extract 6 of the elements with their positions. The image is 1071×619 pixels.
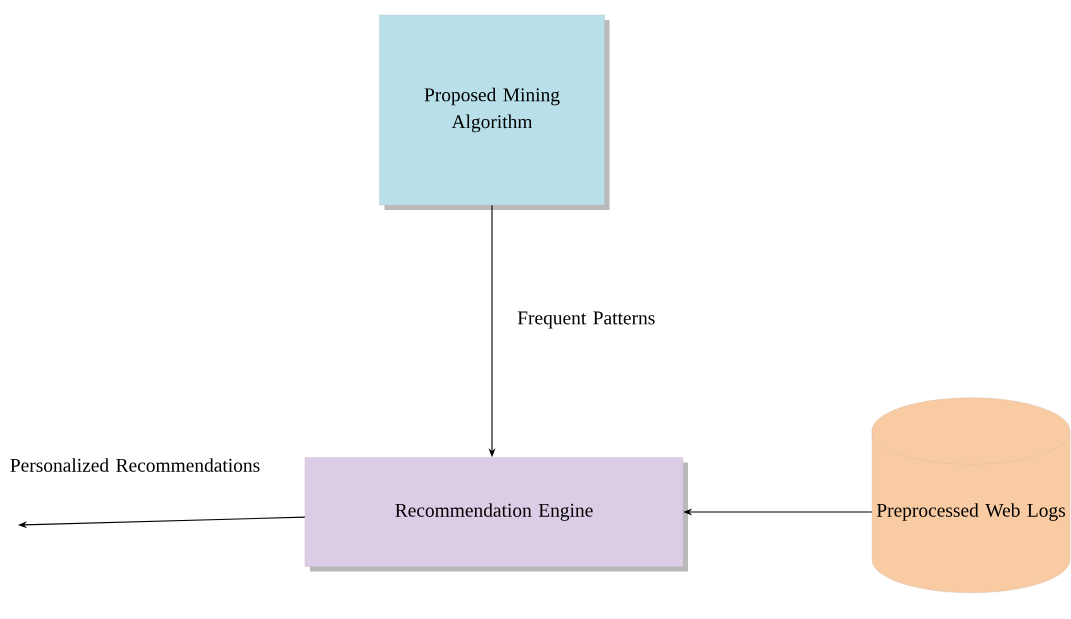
process-box: Proposed Mining Algorithm — [379, 14, 610, 210]
process-box: Recommendation Engine — [304, 457, 688, 572]
database-cylinder: Preprocessed Web Logs — [871, 397, 1071, 593]
edge-label: Frequent Patterns — [517, 311, 655, 329]
edge-label: Personalized Recommendations — [10, 458, 260, 472]
arrow — [18, 516, 306, 529]
